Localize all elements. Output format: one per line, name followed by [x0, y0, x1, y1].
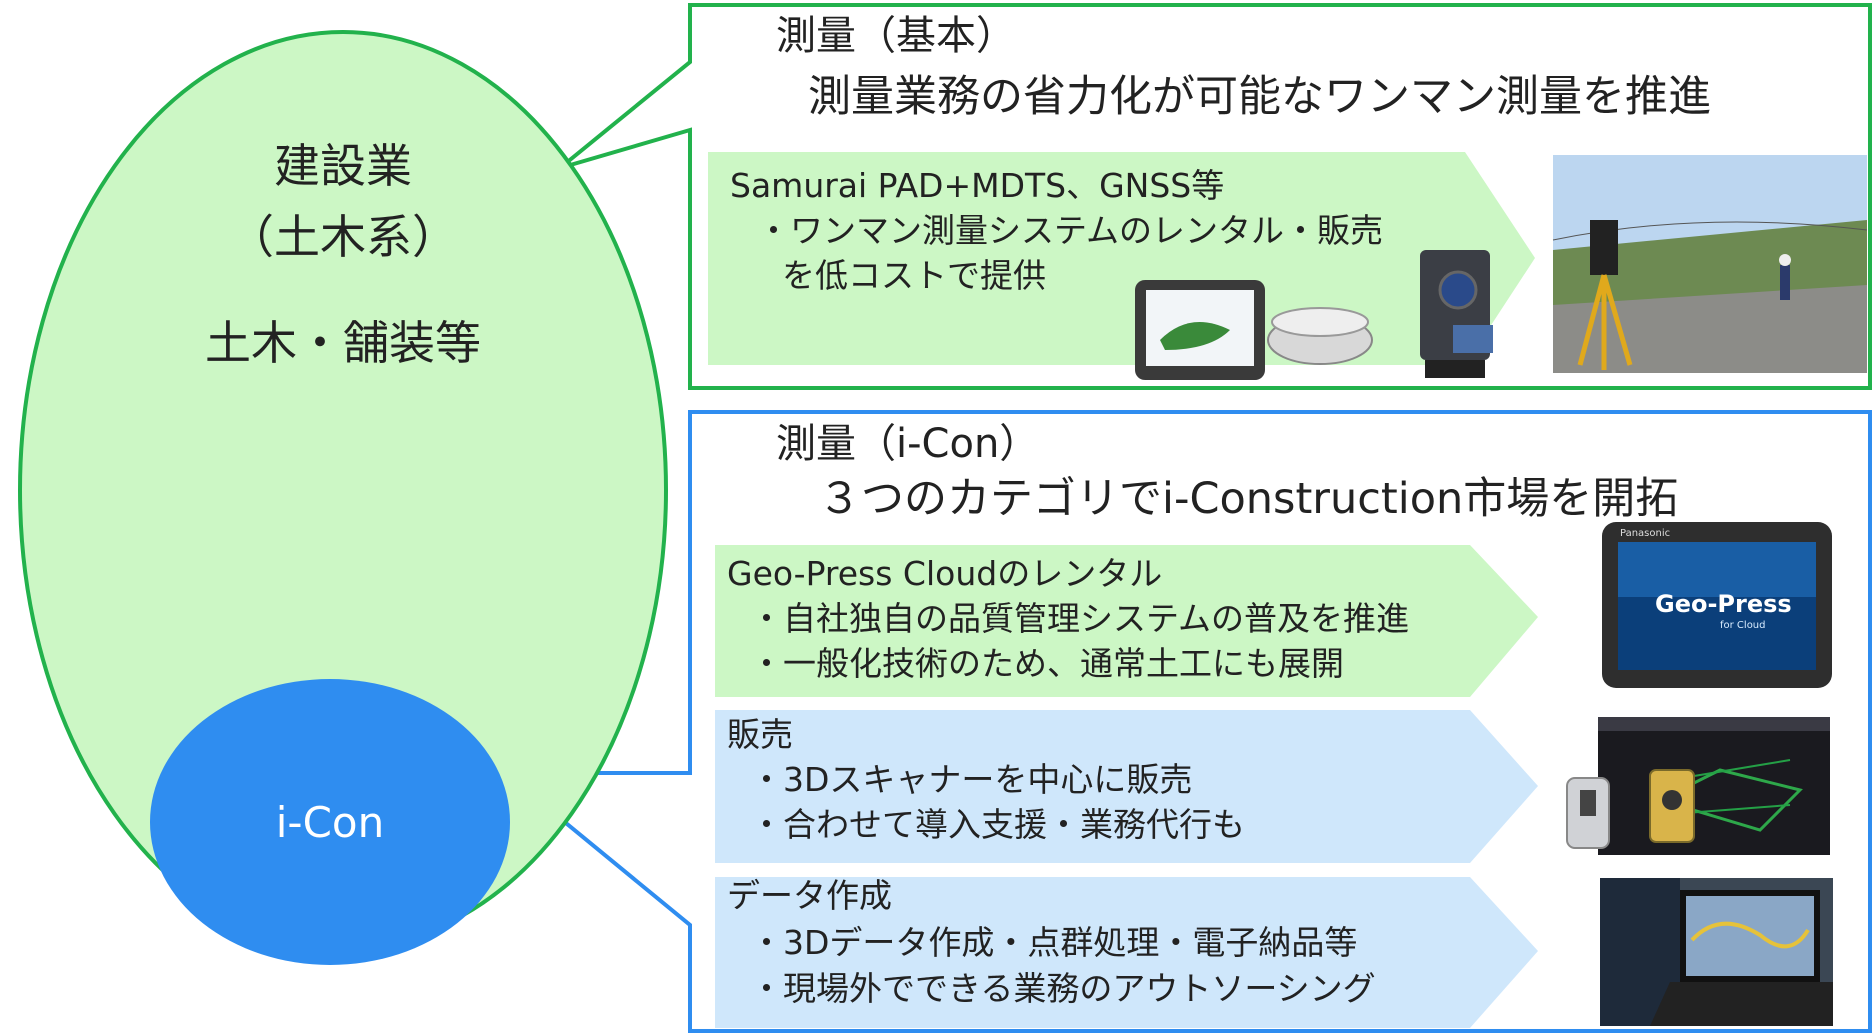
data-item-line-1: ・3Dデータ作成・点群処理・電子納品等: [750, 923, 1358, 962]
scanner-software-image: [1566, 717, 1830, 855]
survey-field-photo: [1552, 155, 1868, 373]
geopress-item-title: Geo-Press Cloudのレンタル: [727, 554, 1163, 593]
geopress-item-line-1: ・自社独自の品質管理システムの普及を推進: [750, 599, 1410, 638]
sales-item-line-1: ・3Dスキャナーを中心に販売: [750, 760, 1193, 799]
icon-item-arrow-data: [715, 877, 1538, 1028]
icon-item-arrow-geopress: [715, 545, 1538, 697]
industry-subtitle: （土木系）: [228, 210, 458, 264]
icon-ellipse: [150, 679, 510, 965]
survey-equipment-image: [1135, 250, 1493, 380]
basic-item-title: Samurai PAD+MDTS、GNSS等: [730, 166, 1225, 205]
tablet-brand: Panasonic: [1620, 528, 1671, 539]
icon-box-title: 測量（i-Con）: [776, 421, 1040, 467]
tablet-logo-sub: for Cloud: [1720, 620, 1766, 631]
sales-item-title: 販売: [727, 715, 793, 754]
geopress-tablet-image: [1602, 522, 1832, 688]
basic-item-line-2: を低コストで提供: [782, 256, 1046, 295]
icon-ellipse-label: i-Con: [275, 798, 385, 847]
data-item-line-2: ・現場外でできる業務のアウトソーシング: [750, 969, 1376, 1008]
icon-box-headline: ３つのカテゴリでi-Construction市場を開拓: [818, 474, 1679, 524]
industry-title: 建設業: [274, 139, 412, 193]
basic-item-line-1: ・ワンマン測量システムのレンタル・販売: [757, 211, 1384, 250]
icon-item-arrow-sales: [715, 710, 1538, 863]
basic-box-title: 測量（基本）: [776, 13, 1016, 59]
data-item-title: データ作成: [727, 876, 892, 915]
tablet-logo: Geo-Press: [1655, 590, 1792, 618]
industry-fields: 土木・舗装等: [205, 316, 481, 370]
basic-box-headline: 測量業務の省力化が可能なワンマン測量を推進: [808, 72, 1711, 122]
geopress-item-line-2: ・一般化技術のため、通常土工にも展開: [750, 644, 1344, 683]
data-creation-photo: [1600, 878, 1833, 1026]
sales-item-line-2: ・合わせて導入支援・業務代行も: [750, 805, 1245, 844]
